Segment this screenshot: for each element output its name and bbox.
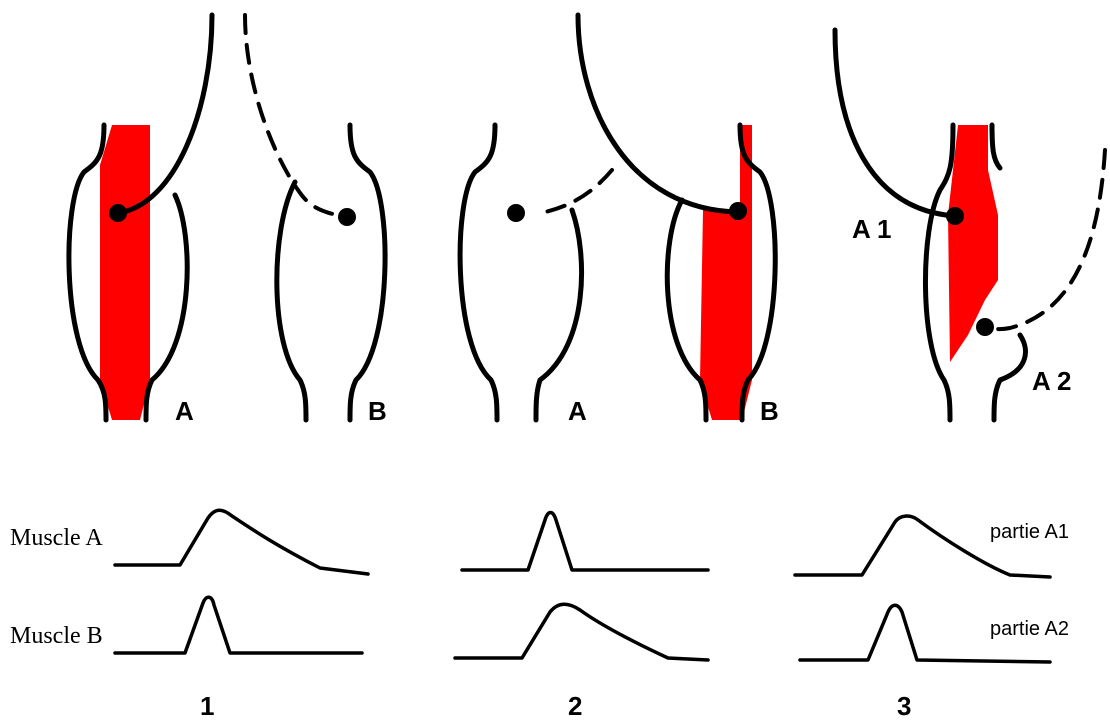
panel-3-synapse-a2 [976,318,994,336]
panel-2-label-a: A [568,396,587,426]
panel-1-nerve-b [245,15,347,217]
panel-2-muscle-b-fill [700,125,752,420]
panel-number-1: 1 [200,691,214,721]
panel-1-muscle-b [277,125,385,420]
trace-label-muscle-a: Muscle A [10,525,103,551]
panel-1-diagram: A B [69,15,387,426]
panel-1-trace-muscle-b [115,597,362,653]
panel-1-label-a: A [175,396,194,426]
panel-2-nerve-a [545,170,612,212]
panel-3-label-a1: A 1 [852,214,892,244]
panel-2-synapse-a [507,204,525,222]
panel-1-synapse-a [109,204,127,222]
trace-label-part-a1: partie A1 [990,521,1069,543]
panel-2-muscle-a [460,125,581,420]
panel-2-trace-muscle-a [462,513,708,571]
panel-2-trace-muscle-b [455,604,708,660]
trace-label-muscle-b: Muscle B [10,623,103,649]
panel-1-label-b: B [368,396,387,426]
panel-3-nerve-a2 [985,150,1105,329]
panel-1-muscle-a-fill [100,125,150,420]
panel-3-nerve-a1 [835,30,955,216]
panel-number-3: 3 [897,691,911,721]
panel-3-label-a2: A 2 [1032,366,1072,396]
panel-1-trace-muscle-a [115,510,368,574]
panel-3-diagram: A 1 A 2 [835,30,1105,420]
panel-1-synapse-b [338,208,356,226]
panel-number-2: 2 [568,691,582,721]
panel-2-synapse-b [729,202,747,220]
panel-2-label-b: B [760,396,779,426]
panel-2-diagram: A B [460,15,779,426]
trace-label-part-a2: partie A2 [990,618,1069,640]
panel-3-synapse-a1 [946,207,964,225]
